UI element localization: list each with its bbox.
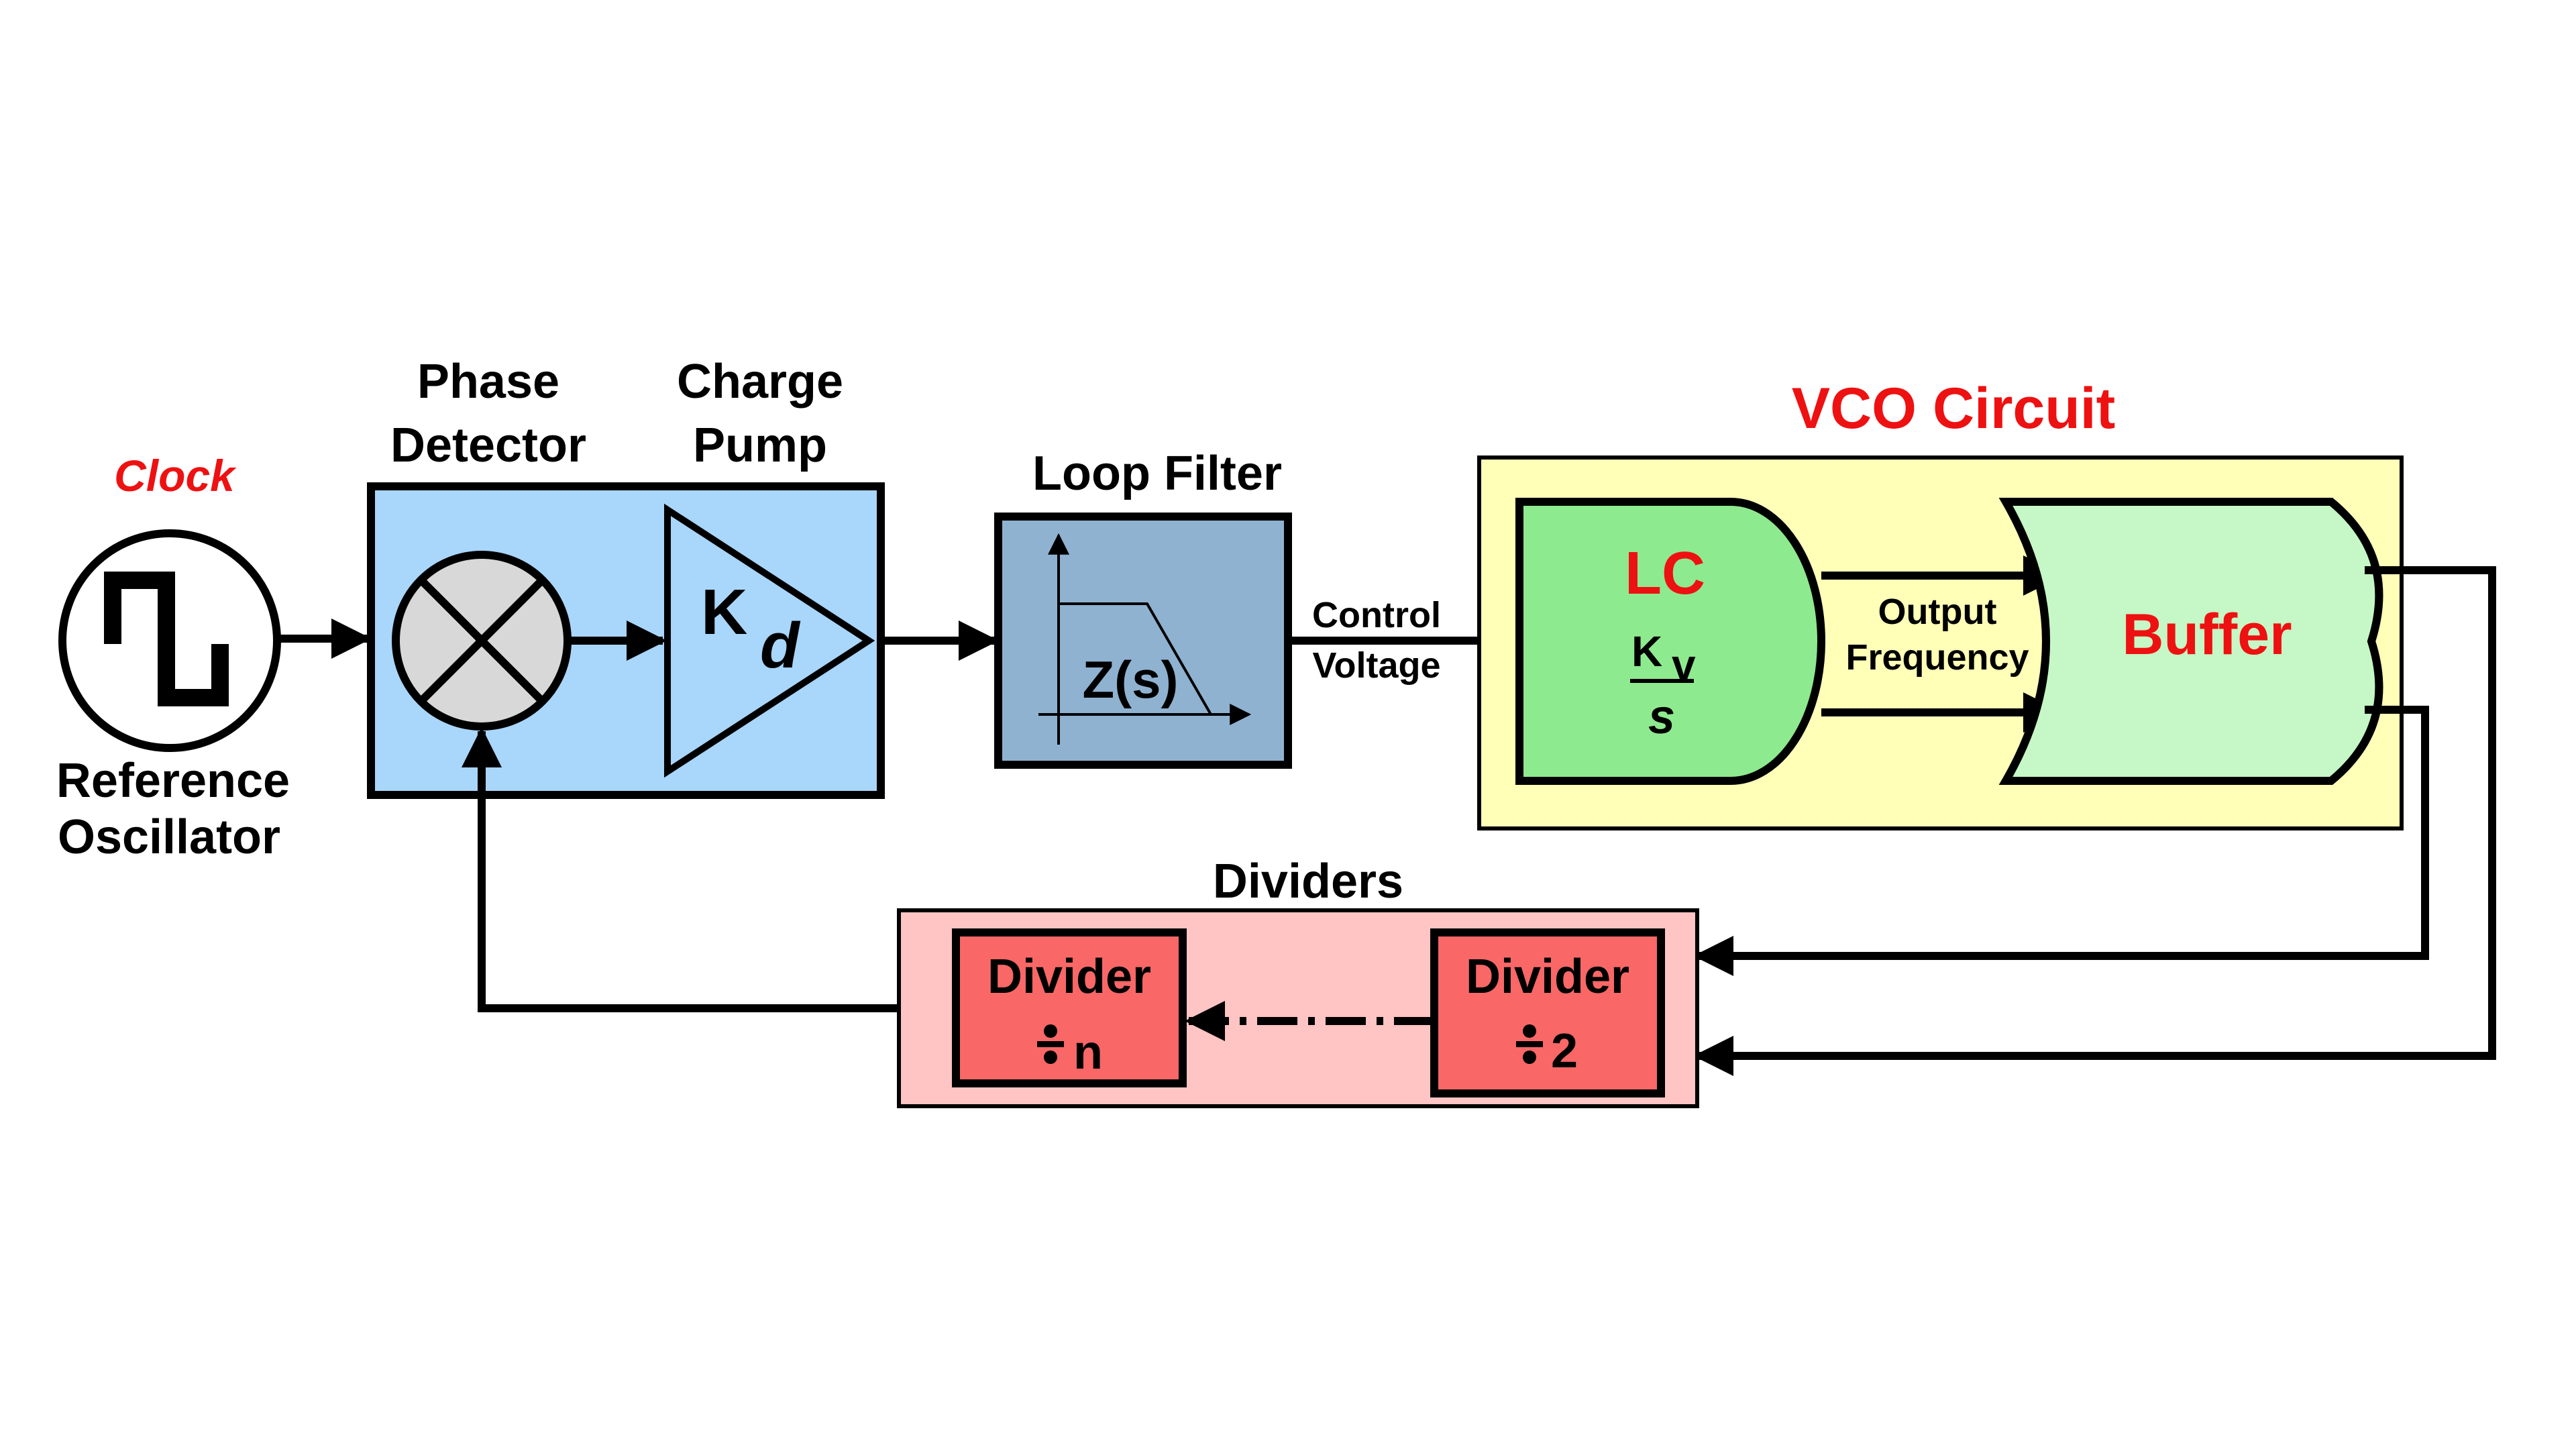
loop-filter-block xyxy=(994,513,1292,769)
square-wave-icon xyxy=(104,572,229,706)
kd-main: K xyxy=(701,576,747,648)
feedback-line-outer xyxy=(1693,566,2496,1076)
divider-2-value: 2 xyxy=(1551,1024,1578,1078)
filter-response-curve xyxy=(1059,602,1212,715)
clock-label: Clock xyxy=(114,451,237,500)
buffer-label: Buffer xyxy=(2122,602,2292,667)
divider-n-value: n xyxy=(1073,1026,1103,1079)
kv-main: K xyxy=(1631,627,1662,676)
loop-filter-label: Loop Filter xyxy=(1032,447,1282,500)
zs-label: Z(s) xyxy=(1083,650,1179,709)
divide-sign-icon xyxy=(1037,1024,1064,1064)
divider-n-title: Divider xyxy=(987,950,1151,1004)
oscillator-label: Oscillator xyxy=(58,810,280,864)
dividers-title: Dividers xyxy=(1213,855,1403,908)
frequency-label: Frequency xyxy=(1845,637,2029,678)
charge-label: Charge xyxy=(677,355,843,409)
output-label: Output xyxy=(1878,592,1997,632)
vco-circuit-title: VCO Circuit xyxy=(1792,376,2116,441)
lc-tank-shape xyxy=(1515,498,1825,785)
charge-pump-triangle xyxy=(664,503,875,778)
detector-label: Detector xyxy=(390,419,586,472)
pump-label: Pump xyxy=(693,419,827,472)
divider-2-title: Divider xyxy=(1466,950,1629,1004)
kd-sub: d xyxy=(760,610,801,682)
feedback-to-phase-detector xyxy=(462,727,899,1012)
divide-sign-icon xyxy=(1516,1024,1543,1064)
control-label: Control xyxy=(1312,595,1441,635)
kd-label: K d xyxy=(701,576,801,682)
reference-label: Reference xyxy=(56,754,290,808)
voltage-label: Voltage xyxy=(1312,645,1440,686)
mixer-cross-b xyxy=(418,577,545,704)
kv-denominator: s xyxy=(1648,690,1675,744)
lc-label: LC xyxy=(1625,540,1705,607)
phase-label: Phase xyxy=(417,355,559,409)
divider-n-box xyxy=(952,928,1187,1087)
feedback-line-inner xyxy=(1693,706,2429,976)
divider-2-box xyxy=(1430,928,1665,1097)
